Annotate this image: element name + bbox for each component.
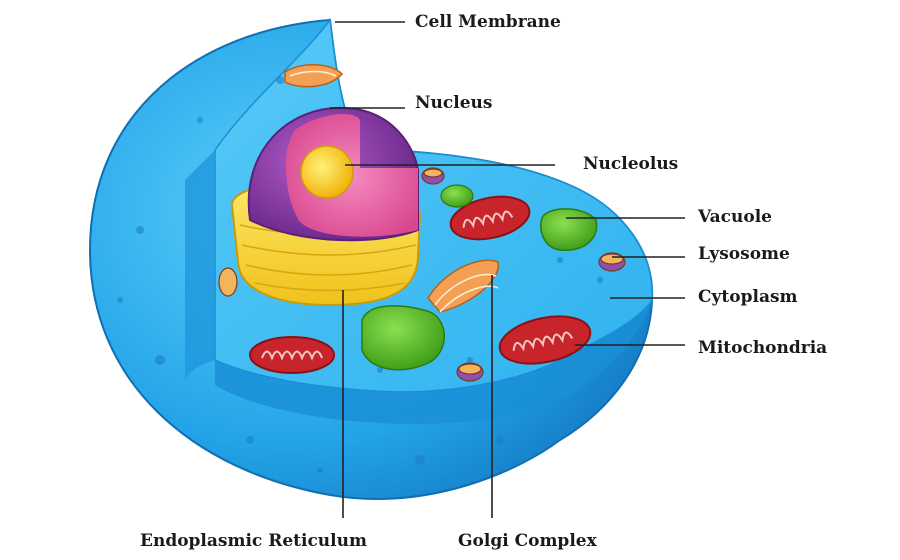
label-golgi-complex: Golgi Complex xyxy=(458,531,597,551)
cut-edge-left xyxy=(185,150,215,380)
cut-edge-bottom xyxy=(215,300,652,424)
mitochondrion-3 xyxy=(249,336,335,374)
label-cell-membrane: Cell Membrane xyxy=(415,12,561,32)
label-vacuole: Vacuole xyxy=(698,207,772,227)
vacuole-1 xyxy=(361,305,445,371)
label-endoplasmic-reticulum: Endoplasmic Reticulum xyxy=(140,531,367,551)
leader-lines xyxy=(330,21,685,518)
label-nucleus: Nucleus xyxy=(415,93,493,113)
mitochondrion-1 xyxy=(449,195,531,241)
label-nucleolus: Nucleolus xyxy=(583,154,679,174)
mitochondrion-2 xyxy=(498,315,592,365)
label-lysosome: Lysosome xyxy=(698,244,790,264)
vacuole-2 xyxy=(540,208,598,251)
label-mitochondria: Mitochondria xyxy=(698,338,828,358)
cytoplasm-speckles xyxy=(117,76,603,473)
vacuole-3 xyxy=(440,184,474,208)
nucleolus-shape xyxy=(300,145,354,199)
lysosome-shapes xyxy=(218,167,626,382)
label-cytoplasm: Cytoplasm xyxy=(698,287,798,307)
golgi-complex-shape xyxy=(284,64,499,313)
